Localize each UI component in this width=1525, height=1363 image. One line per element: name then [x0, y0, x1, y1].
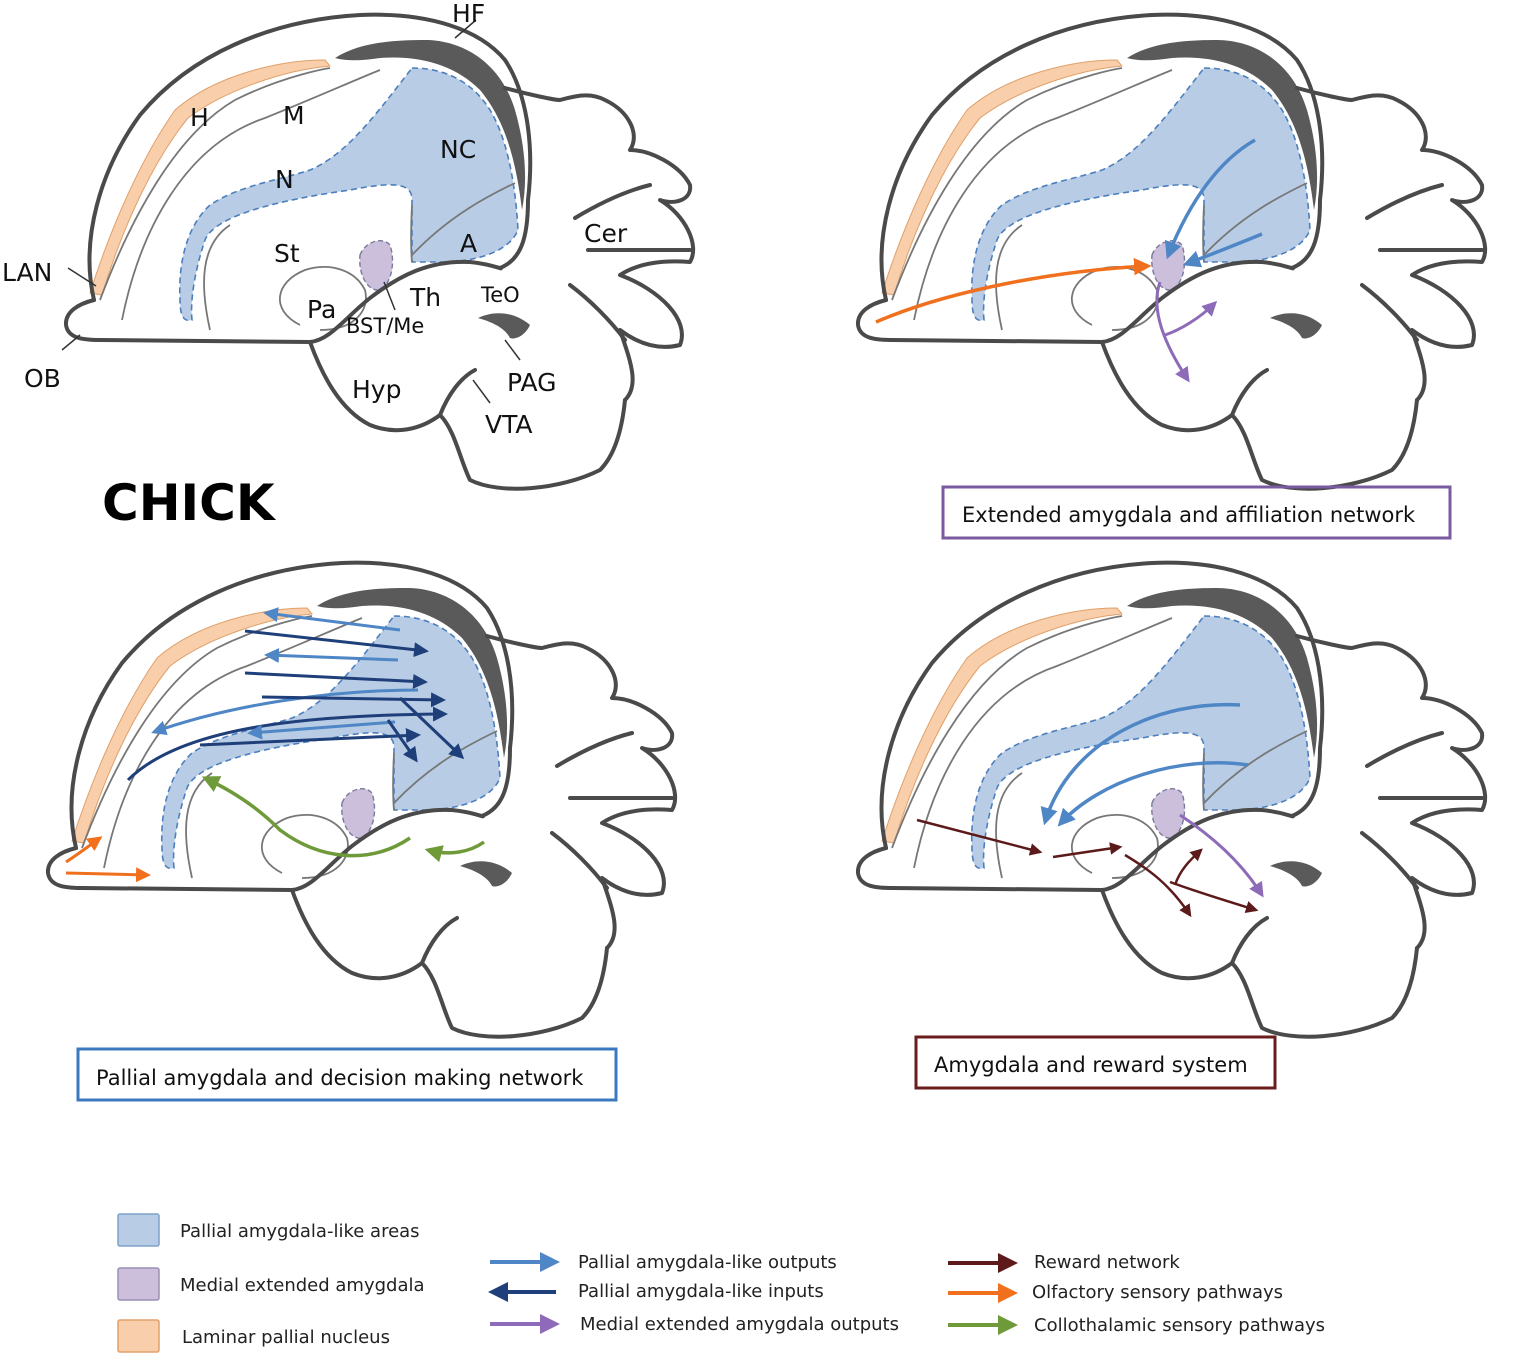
- label-th: Th: [409, 283, 441, 312]
- label-lan: LAN: [2, 258, 52, 287]
- arrow-olfactory: [65, 867, 151, 883]
- arrow-medial-output: [1179, 813, 1264, 898]
- arrow-reward: [916, 818, 1043, 856]
- legend-swatch-medial: [117, 1267, 160, 1301]
- panel-decision-box: [76, 1047, 618, 1102]
- label-m: M: [283, 101, 305, 130]
- legend-label: Laminar pallial nucleus: [182, 1327, 390, 1348]
- panel-affiliation-label: Extended amygdala and affiliation networ…: [962, 503, 1416, 527]
- panel-decision: Pallial amygdala and decision making net…: [45, 560, 678, 1102]
- arrow-pallial-output: [264, 647, 399, 663]
- label-teo: TeO: [480, 283, 520, 307]
- legend-label: Medial extended amygdala: [180, 1275, 425, 1296]
- label-st: St: [274, 239, 300, 268]
- label-pa: Pa: [307, 295, 336, 324]
- label-bst-me: BST/Me: [346, 314, 424, 338]
- figure-title: CHICK: [102, 474, 277, 532]
- label-hf: HF: [452, 0, 485, 28]
- arrow-collothalamic: [424, 840, 486, 863]
- arrow-reward: [1169, 880, 1259, 914]
- arrow-reward: [1173, 848, 1203, 886]
- panel-affiliation-box: [941, 485, 1452, 540]
- panel-affiliation: Extended amygdala and affiliation networ…: [855, 12, 1488, 540]
- legend-swatch-pallial: [117, 1213, 160, 1247]
- label-hyp: Hyp: [352, 375, 401, 404]
- arrow-olfactory: [65, 836, 103, 864]
- legend-label: Olfactory sensory pathways: [1032, 1282, 1283, 1303]
- arrow-pallial-input: [386, 719, 418, 763]
- arrow-medial-output: [1155, 281, 1190, 383]
- arrow-pallial-output: [1182, 232, 1263, 268]
- label-ob: OB: [24, 364, 61, 393]
- arrow-pallial-input: [244, 629, 429, 658]
- label-n: N: [275, 165, 294, 194]
- arrow-reward: [1052, 842, 1123, 859]
- brain-drawing: [63, 12, 696, 491]
- arrow-pallial-input: [199, 728, 421, 747]
- legend: Pallial amygdala-like areas Medial exten…: [117, 1213, 1325, 1353]
- label-pag: PAG: [507, 368, 557, 397]
- arrow-pallial-input: [244, 671, 428, 689]
- arrow-pallial-output: [263, 607, 401, 632]
- panel-labelled: HF H M N NC A St Pa Th BST/Me TeO Cer LA…: [2, 0, 696, 532]
- brain-drawing: [855, 560, 1488, 1039]
- panel-reward-label: Amygdala and reward system: [934, 1053, 1248, 1077]
- panel-reward-box: [914, 1035, 1277, 1090]
- legend-label: Pallial amygdala-like areas: [180, 1221, 420, 1242]
- panel-decision-label: Pallial amygdala and decision making net…: [96, 1066, 584, 1090]
- brain-drawing: [45, 560, 678, 1039]
- arrow-pallial-input: [261, 692, 446, 708]
- arrow-pallial-output: [1164, 138, 1256, 260]
- legend-label: Collothalamic sensory pathways: [1034, 1315, 1325, 1336]
- label-cer: Cer: [584, 219, 628, 248]
- arrow-medial-output: [1164, 300, 1218, 337]
- arrow-pallial-output: [1040, 702, 1241, 826]
- arrow-pallial-output: [151, 688, 419, 736]
- legend-label: Medial extended amygdala outputs: [580, 1314, 899, 1335]
- label-nc: NC: [440, 135, 476, 164]
- arrow-pallial-output: [1057, 761, 1249, 827]
- arrow-pallial-output: [247, 720, 396, 740]
- arrow-pallial-input: [398, 696, 465, 760]
- arrow-olfactory: [875, 257, 1152, 324]
- legend-label: Reward network: [1034, 1252, 1180, 1273]
- legend-label: Pallial amygdala-like inputs: [578, 1281, 824, 1302]
- label-vta: VTA: [485, 410, 533, 439]
- legend-label: Pallial amygdala-like outputs: [578, 1252, 837, 1273]
- arrow-collothalamic: [201, 776, 411, 858]
- arrow-reward: [1124, 853, 1192, 918]
- label-h: H: [190, 103, 209, 132]
- panel-reward: Amygdala and reward system: [855, 560, 1488, 1090]
- legend-swatch-laminar: [117, 1319, 160, 1353]
- label-a: A: [460, 229, 477, 258]
